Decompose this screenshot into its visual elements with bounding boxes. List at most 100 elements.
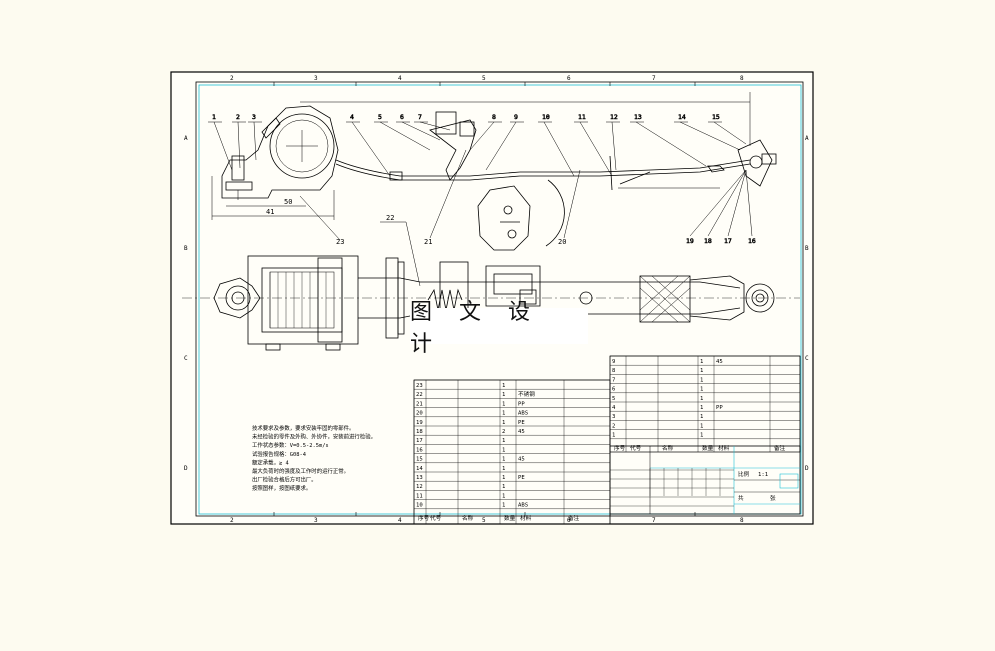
right-table-header: 序号 <box>614 444 626 452</box>
callout-label-top: 1 <box>212 113 216 121</box>
scale-value: 1:1 <box>758 472 768 478</box>
callout-label-top: 9 <box>514 113 518 121</box>
left-table-cell: 19 <box>416 420 423 426</box>
note-line: 最大负荷时的强度及工作时的运行正常。 <box>252 467 349 475</box>
zone-number-top: 8 <box>740 75 744 82</box>
left-table-header: 代号 <box>430 514 442 522</box>
left-table-cell: 1 <box>502 392 505 398</box>
dim-d1: 41 <box>266 208 274 216</box>
right-table-header: 备注 <box>774 444 786 452</box>
zone-letter-left: C <box>184 355 188 362</box>
callout-label-bottom: 16 <box>748 237 756 245</box>
note-line: 出厂检验合格后方可出厂。 <box>252 476 317 484</box>
right-table-cell: 4 <box>612 405 616 411</box>
callout-label-bottom: 19 <box>686 237 694 245</box>
callout-label-bottom: 17 <box>724 237 732 245</box>
left-table-cell: 17 <box>416 438 423 444</box>
left-table-cell: PE <box>518 420 525 426</box>
left-table-cell: 1 <box>502 411 505 417</box>
right-table-cell: 1 <box>700 433 703 439</box>
dimension-lines <box>211 92 751 220</box>
left-table-header: 备注 <box>568 514 580 522</box>
left-table-cell: 1 <box>502 420 505 426</box>
callout-label-top: 4 <box>350 113 354 121</box>
left-table-cell: 12 <box>416 484 423 490</box>
callout-label-bottom: 18 <box>704 237 712 245</box>
right-table-cell: 1 <box>700 423 703 429</box>
right-table-header: 材料 <box>718 444 730 452</box>
zone-letter-right: B <box>805 245 809 252</box>
left-table-cell: 1 <box>502 457 505 463</box>
view-label-21: 21 <box>424 238 432 246</box>
left-table-cell: 1 <box>502 493 505 499</box>
left-table-cell: 10 <box>416 503 423 509</box>
right-table-cell: 1 <box>612 433 615 439</box>
callout-label-top: 10 <box>542 113 550 121</box>
right-table-cell: 2 <box>612 423 615 429</box>
note-line: 按照图样，按图纸要求。 <box>252 484 311 492</box>
right-table-cell: 1 <box>700 405 703 411</box>
right-table-cell: 5 <box>612 396 615 402</box>
right-table-cell: 1 <box>700 414 703 420</box>
zone-letter-right: A <box>805 135 809 142</box>
callout-label-top: 12 <box>610 113 618 121</box>
left-table-cell: 18 <box>416 429 423 435</box>
note-line: 试验报告规格：G08-4 <box>252 450 306 458</box>
view-label-20: 20 <box>558 238 566 246</box>
sheet-of-label: 张 <box>770 494 776 502</box>
left-table-cell: 1 <box>502 438 505 444</box>
left-table-cell: 23 <box>416 383 423 389</box>
left-table-header: 序号 <box>418 514 430 522</box>
right-table-cell: 1 <box>700 387 703 393</box>
callout-label-top: 5 <box>378 113 382 121</box>
left-table-cell: 1 <box>502 447 505 453</box>
left-table-header: 材料 <box>520 514 532 522</box>
left-table-cell: 2 <box>502 429 505 435</box>
zone-number-bottom: 7 <box>652 517 656 524</box>
technical-notes: 技术要求及参数，要求安装牢固的零部件。未经检验的零件及外购、外协件，安装前进行检… <box>252 424 376 492</box>
left-table-header: 数量 <box>504 514 516 522</box>
right-table-cell: 8 <box>612 368 616 374</box>
callout-label-top: 15 <box>712 113 720 121</box>
callout-label-top: 6 <box>400 113 404 121</box>
right-table-cell: 9 <box>612 359 615 365</box>
zone-number-bottom: 4 <box>398 517 402 524</box>
right-table-cell: 3 <box>612 414 615 420</box>
zone-letter-left: A <box>184 135 188 142</box>
zone-number-top: 5 <box>482 75 486 82</box>
right-table-cell: 1 <box>700 359 703 365</box>
left-table-cell: 21 <box>416 401 423 407</box>
right-table-cell: 1 <box>700 396 703 402</box>
view-label-leaders <box>299 149 581 287</box>
note-line: 技术要求及参数，要求安装牢固的零部件。 <box>252 424 354 432</box>
left-table-cell: 1 <box>502 503 505 509</box>
zone-number-top: 3 <box>314 75 318 82</box>
left-table-cell: PE <box>518 475 525 481</box>
left-table-cell: 16 <box>416 447 423 453</box>
left-table-cell: 1 <box>502 475 505 481</box>
view-label-23: 23 <box>336 238 344 246</box>
right-table-cell: 7 <box>612 377 615 383</box>
right-table-header: 数量 <box>702 444 714 452</box>
zone-letter-left: B <box>184 245 188 252</box>
watermark-label: 图 文 设 计 <box>410 300 588 357</box>
callout-label-top: 13 <box>634 113 642 121</box>
callout-label-top: 7 <box>418 113 422 121</box>
right-table-header: 代号 <box>630 444 642 452</box>
sheet-label: 共 <box>738 494 744 502</box>
zone-number-top: 4 <box>398 75 402 82</box>
left-table-cell: 13 <box>416 475 423 481</box>
zone-number-top: 6 <box>567 75 571 82</box>
callout-label-top: 14 <box>678 113 686 121</box>
left-table-cell: 1 <box>502 484 505 490</box>
left-table-header: 名称 <box>462 514 474 522</box>
left-table-cell: 20 <box>416 411 423 417</box>
left-table-cell: 22 <box>416 392 423 398</box>
zone-number-top: 7 <box>652 75 656 82</box>
view-label-22: 22 <box>386 214 394 222</box>
zone-number-bottom: 5 <box>482 517 486 524</box>
